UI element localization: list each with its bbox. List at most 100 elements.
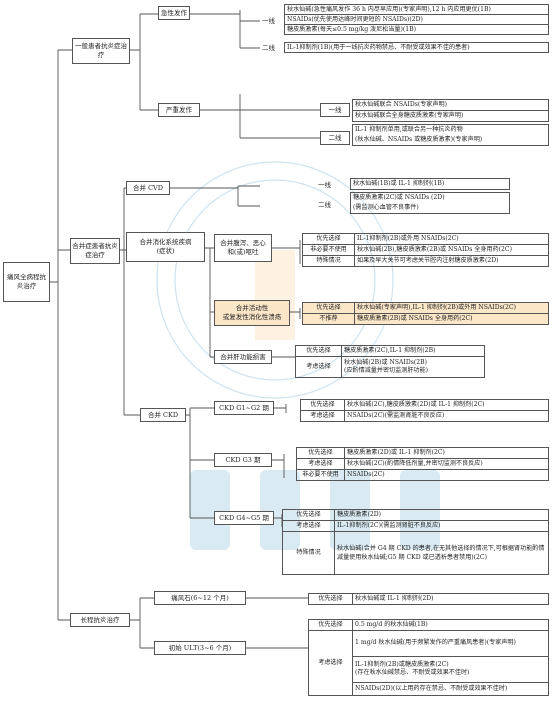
diarrhea-key: 特殊情况 bbox=[302, 255, 355, 267]
peptic-ulcer-label: 合并活动性 bbox=[235, 304, 269, 313]
ckd-g12-key: 优先选择 bbox=[300, 399, 345, 411]
initial-ult-box: 初始 ULT(3~6 个月) bbox=[154, 641, 246, 655]
liver-cons-value: (应酌情减量并密切监测肝功能) bbox=[344, 367, 428, 374]
severe-flare-box: 严重发作 bbox=[158, 103, 200, 117]
peptic-ulcer-value: 秋水仙碱(专家声明),IL-1 抑制剂(2B)或外用 NSAIDs(2C) bbox=[354, 302, 549, 314]
table-row: IL-1抑制剂(2B)或糖皮质激素(2C) (存在秋水仙碱禁忌、不耐受或效果不佳… bbox=[309, 655, 549, 683]
ckd-g12-label: CKD G1~G2 期 bbox=[219, 403, 269, 412]
ckd-g45-special-value: 秋水仙碱(合并 G4 期 CKD 的患者,在无其他选择的情况下,可根据肾功能酌情… bbox=[334, 531, 549, 575]
severe-flare-label: 严重发作 bbox=[166, 105, 192, 114]
table-row: 不推荐 糖皮质激素(2B)或 NSAIDs 全身用药(2C) bbox=[302, 313, 549, 325]
ult-cons-value: IL-1抑制剂(2B)或糖皮质激素(2C) bbox=[355, 661, 449, 669]
acute-flare-box: 急性发作 bbox=[158, 6, 190, 20]
table-row: 非必要不使用 秋水仙碱(2B),糖皮质激素(2B)或 NSAIDs 全身用药(2… bbox=[302, 244, 549, 256]
table-row: 特殊情况 如果及早大关节可考虑关节腔内注射糖皮质激素(2D) bbox=[302, 255, 549, 267]
cvd-line1-item: 秋水仙碱(1B)或 IL-1 抑制剂(1B) bbox=[350, 178, 510, 190]
diarrhea-key: 非必要不使用 bbox=[302, 244, 355, 256]
ckd-box: 合并 CKD bbox=[140, 408, 186, 422]
acute-line2-label: 二线 bbox=[262, 44, 275, 52]
ult-cons-value: NSAIDs(2D)(以上用药存在禁忌、不耐受或效果不佳时) bbox=[352, 681, 549, 696]
peptic-ulcer-box: 合并活动性 或复发性消化性溃疡 bbox=[214, 300, 290, 326]
acute-line1-item: NSAIDs(优先使用达峰时间更短的 NSAIDs)(2D) bbox=[284, 14, 549, 25]
comorbid-patients-box: 合并症患者抗炎症治疗 bbox=[70, 238, 120, 264]
acute-line1-label: 一线 bbox=[262, 17, 275, 25]
peptic-ulcer-sublabel: 或复发性消化性溃疡 bbox=[222, 313, 282, 321]
table-row: 优先选择 糖皮质激素(2D) bbox=[282, 509, 549, 521]
diarrhea-value: 如果及早大关节可考虑关节腔内注射糖皮质激素(2D) bbox=[354, 255, 549, 267]
peptic-ulcer-key: 优先选择 bbox=[302, 302, 355, 314]
table-row: 优先选择 秋水仙碱或 IL-1 抑制剂(2D) bbox=[308, 593, 549, 605]
tophi-box: 痛风石(6~12 个月) bbox=[154, 591, 246, 605]
severe-line2-box: 二线 bbox=[320, 131, 350, 145]
ckd-g3-box: CKD G3 期 bbox=[214, 453, 272, 467]
ckd-g12-key: 考虑选择 bbox=[300, 410, 345, 422]
severe-line2-label: 二线 bbox=[328, 133, 342, 142]
ckd-g45-key: 考虑选择 bbox=[282, 520, 335, 532]
acute-flare-label: 急性发作 bbox=[161, 8, 187, 17]
liver-pref-key: 优先选择 bbox=[295, 345, 342, 357]
peptic-ulcer-table: 优先选择 秋水仙碱(专家声明),IL-1 抑制剂(2B)或外用 NSAIDs(2… bbox=[302, 302, 549, 325]
acute-line1-table: 秋水仙碱(急性痛风发作 36 h 内尽早应用)(专家声明),12 h 内应用更优… bbox=[284, 4, 549, 35]
table-row: 特殊情况 秋水仙碱(合并 G4 期 CKD 的患者,在无其他选择的情况下,可根据… bbox=[282, 531, 549, 575]
diarrhea-sublabel: 和(或)呕吐 bbox=[227, 248, 259, 256]
ckd-g3-key: 非必要不使用 bbox=[296, 469, 345, 481]
ult-pref-key: 优先选择 bbox=[308, 619, 353, 631]
tophi-table: 优先选择 秋水仙碱或 IL-1 抑制剂(2D) bbox=[308, 593, 549, 605]
comorbid-patients-label: 合并症患者抗炎症治疗 bbox=[72, 242, 118, 259]
liver-impairment-table: 优先选择 糖皮质激素(2C),IL-1 抑制剂(2B) 考虑选择 秋水仙碱(2B… bbox=[295, 345, 485, 378]
ckd-g3-value: NSAIDs(2C) bbox=[344, 469, 549, 481]
tophi-label: 痛风石(6~12 个月) bbox=[171, 593, 229, 602]
peptic-ulcer-value: 糖皮质激素(2B)或 NSAIDs 全身用药(2C) bbox=[354, 313, 549, 325]
severe-line2-item: IL-1 抑制剂单用,或联合另一种抗炎药物 bbox=[355, 126, 463, 134]
ckd-g3-value: 秋水仙碱(2C)(酌情降低剂量,并密切监测不良反应) bbox=[344, 458, 549, 470]
cvd-line2-item: (需监测心血管不良事件) bbox=[353, 204, 419, 212]
severe-line1-item: 秋水仙碱联合全身糖皮质激素(专家声明) bbox=[352, 110, 549, 122]
tophi-key: 优先选择 bbox=[308, 593, 353, 605]
cvd-line1-label: 一线 bbox=[318, 181, 331, 189]
ckd-g3-label: CKD G3 期 bbox=[225, 455, 261, 464]
cvd-label: 合并 CVD bbox=[133, 183, 163, 192]
root-label: 痛风全病程抗炎治疗 bbox=[7, 273, 46, 290]
diarrhea-value: 秋水仙碱(2B),糖皮质激素(2B)或 NSAIDs 全身用药(2C) bbox=[354, 244, 549, 256]
tophi-value: 秋水仙碱或 IL-1 抑制剂(2D) bbox=[352, 593, 549, 605]
acute-line2-table: IL-1抑制剂(1B)(用于一线抗炎药物禁忌、不耐受或效果不佳的患者) bbox=[284, 42, 549, 53]
ckd-g3-key: 优先选择 bbox=[296, 447, 345, 459]
cvd-line2-label: 二线 bbox=[318, 201, 331, 209]
ckd-g45-value: 糖皮质激素(2D) bbox=[334, 509, 549, 521]
ckd-g12-value: NSAIDs(2C)(需监测肾脏不良反应) bbox=[344, 410, 549, 422]
severe-line1-table: 秋水仙碱联合 NSAIDs(专家声明) 秋水仙碱联合全身糖皮质激素(专家声明) bbox=[352, 99, 549, 122]
acute-line2-item: IL-1抑制剂(1B)(用于一线抗炎药物禁忌、不耐受或效果不佳的患者) bbox=[284, 42, 549, 53]
ckd-g45-label: CKD G4~G5 期 bbox=[219, 513, 269, 522]
initial-ult-label: 初始 ULT(3~6 个月) bbox=[168, 643, 232, 652]
table-row: 考虑选择 秋水仙碱(2B)或 NSAIDs(2B) (应酌情减量并密切监测肝功能… bbox=[295, 356, 485, 378]
table-row: 优先选择 糖皮质激素(2C),IL-1 抑制剂(2B) bbox=[295, 345, 485, 357]
diarrhea-value: IL-1抑制剂(2B)或外用 NSAIDs(2C) bbox=[354, 233, 549, 245]
cvd-box: 合并 CVD bbox=[126, 181, 170, 195]
ckd-label: 合并 CKD bbox=[147, 410, 179, 419]
severe-line2-table: IL-1 抑制剂单用,或联合另一种抗炎药物 (秋水仙碱、NSAIDs 或糖皮质激… bbox=[352, 124, 549, 146]
general-patients-label: 一般患者抗炎症治疗 bbox=[75, 42, 127, 59]
ckd-g3-table: 优先选择 糖皮质激素(2D)或 IL-1 抑制剂(2C) 考虑选择 秋水仙碱(2… bbox=[296, 447, 549, 481]
liver-impairment-box: 合并肝功能损害 bbox=[214, 350, 272, 364]
ckd-g45-special-key: 特殊情况 bbox=[282, 531, 335, 575]
table-row: 优先选择 秋水仙碱(专家声明),IL-1 抑制剂(2B)或外用 NSAIDs(2… bbox=[302, 302, 549, 314]
ckd-g12-value: 秋水仙碱(2C),糖皮质激素(2D)或 IL-1 抑制剂(2C) bbox=[344, 399, 549, 411]
severe-line1-item: 秋水仙碱联合 NSAIDs(专家声明) bbox=[352, 99, 549, 111]
ckd-g12-box: CKD G1~G2 期 bbox=[214, 401, 274, 415]
liver-cons-key: 考虑选择 bbox=[295, 356, 342, 378]
severe-line1-box: 一线 bbox=[320, 103, 350, 117]
cvd-line2-item: 糖皮质激素(2C)或 NSAIDs (2D) bbox=[353, 194, 445, 202]
acute-line1-item: 秋水仙碱(急性痛风发作 36 h 内尽早应用)(专家声明),12 h 内应用更优… bbox=[284, 4, 549, 15]
table-row: 优先选择 糖皮质激素(2D)或 IL-1 抑制剂(2C) bbox=[296, 447, 549, 459]
longterm-box: 长程抗炎治疗 bbox=[70, 613, 130, 627]
ckd-g12-table: 优先选择 秋水仙碱(2C),糖皮质激素(2D)或 IL-1 抑制剂(2C) 考虑… bbox=[300, 399, 549, 422]
diarrhea-box: 合并腹泻、恶心 和(或)呕吐 bbox=[214, 234, 272, 262]
gi-disease-box: 合并消化系统疾病 (症状) bbox=[126, 232, 205, 262]
table-row: 优先选择 IL-1抑制剂(2B)或外用 NSAIDs(2C) bbox=[302, 233, 549, 245]
table-row: 非必要不使用 NSAIDs(2C) bbox=[296, 469, 549, 481]
table-row: 考虑选择 秋水仙碱(2C)(酌情降低剂量,并密切监测不良反应) bbox=[296, 458, 549, 470]
diarrhea-label: 合并腹泻、恶心 bbox=[220, 239, 266, 248]
gi-disease-label: 合并消化系统疾病 bbox=[139, 238, 192, 247]
table-row: 考虑选择 1 mg/d 秋水仙碱(用于频繁发作的严重痛风患者)(专家声明) bbox=[308, 630, 549, 696]
